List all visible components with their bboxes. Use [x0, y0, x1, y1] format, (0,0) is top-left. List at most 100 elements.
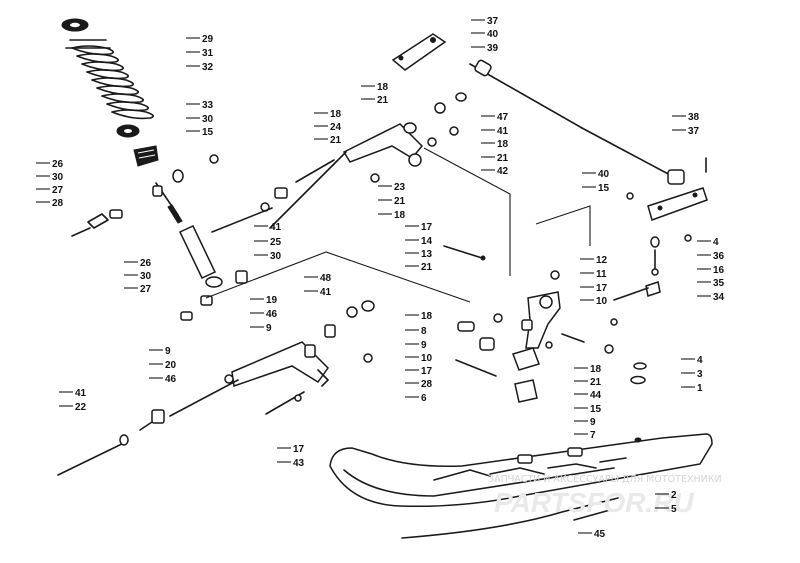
callout-label: 44 [590, 390, 602, 401]
callout-label: 3 [697, 369, 703, 380]
callout-label: 4 [713, 237, 719, 248]
leader-lines [36, 19, 711, 534]
callout-label: 16 [713, 265, 725, 276]
callout-label: 26 [140, 258, 152, 269]
callout-label: 10 [596, 296, 608, 307]
spring-retainer-part [61, 18, 89, 32]
callout-label: 42 [497, 166, 509, 177]
callout-label: 18 [330, 109, 342, 120]
callout-label: 30 [52, 172, 64, 183]
callout-label: 21 [394, 196, 406, 207]
callout-label: 47 [497, 112, 509, 123]
callout-label: 40 [598, 169, 610, 180]
callout-label: 9 [266, 323, 272, 334]
shock-mount-bushings [71, 154, 248, 321]
callout-label: 18 [421, 311, 433, 322]
callout-label: 20 [165, 360, 177, 371]
callout-label: 31 [202, 48, 214, 59]
callout-label: 6 [421, 393, 427, 404]
callout-label: 29 [202, 34, 214, 45]
callout-label: 36 [713, 251, 725, 262]
callout-label: 39 [487, 43, 499, 54]
shock-absorber-part [155, 182, 223, 288]
callout-label: 17 [421, 222, 433, 233]
lower-arm-hardware [57, 300, 375, 476]
callout-label: 11 [596, 269, 607, 280]
callout-label: 41 [497, 126, 509, 137]
callout-label: 18 [377, 82, 389, 93]
callout-label: 41 [320, 287, 332, 298]
callout-label: 40 [487, 29, 499, 40]
callout-label: 18 [394, 210, 406, 221]
callout-label: 23 [394, 182, 406, 193]
callout-label: 25 [270, 237, 282, 248]
callout-label: 7 [590, 430, 596, 441]
callout-label: 33 [202, 100, 214, 111]
upper-a-arm-part [211, 123, 424, 233]
callout-label: 22 [75, 402, 87, 413]
coil-spring-part [65, 39, 154, 120]
callout-label: 9 [165, 346, 171, 357]
callout-labels: 2931323330152630272818242118213740394741… [52, 16, 725, 540]
callout-label: 5 [671, 504, 677, 515]
steering-spindle-link-part [613, 236, 661, 301]
callout-label: 37 [487, 16, 499, 27]
callout-label: 46 [266, 309, 278, 320]
callout-label: 24 [330, 122, 342, 133]
callout-label: 18 [497, 139, 509, 150]
watermark-tagline: ЗАПЧАСТИ И АКСЕССУАРЫ ДЛЯ МОТОТЕХНИКИ [488, 474, 722, 485]
callout-label: 18 [590, 364, 602, 375]
ski-part [329, 362, 713, 539]
callout-label: 13 [421, 249, 433, 260]
watermark-logo: PARTSFOR.RU [494, 487, 694, 518]
spindle-part [443, 245, 618, 403]
callout-label: 32 [202, 62, 214, 73]
callout-label: 15 [202, 127, 214, 138]
callout-label: 48 [320, 273, 332, 284]
callout-label: 17 [421, 366, 433, 377]
assembly-outline-lines [205, 147, 591, 303]
callout-label: 21 [377, 95, 389, 106]
callout-label: 2 [671, 490, 677, 501]
callout-label: 21 [421, 262, 433, 273]
callout-label: 17 [596, 283, 608, 294]
callout-label: 4 [697, 355, 703, 366]
callout-label: 21 [590, 377, 602, 388]
callout-label: 19 [266, 295, 278, 306]
shock-adjuster-collar-part [133, 145, 159, 167]
upper-arm-hardware [370, 92, 467, 183]
callout-label: 9 [590, 417, 596, 428]
spring-seat-part [116, 124, 140, 138]
callout-label: 15 [598, 183, 610, 194]
callout-label: 43 [293, 458, 305, 469]
lower-a-arm-part [139, 324, 373, 431]
callout-label: 30 [140, 271, 152, 282]
callout-label: 45 [594, 529, 606, 540]
callout-label: 12 [596, 255, 608, 266]
callout-label: 34 [713, 292, 725, 303]
callout-label: 10 [421, 353, 433, 364]
callout-label: 30 [270, 251, 282, 262]
callout-label: 37 [688, 126, 700, 137]
callout-label: 21 [330, 135, 342, 146]
callout-label: 21 [497, 153, 509, 164]
callout-label: 30 [202, 114, 214, 125]
tie-rod-end-part [626, 157, 708, 242]
tie-rod-part [391, 33, 673, 177]
callout-label: 41 [270, 222, 282, 233]
callout-label: 9 [421, 340, 427, 351]
callout-label: 27 [140, 284, 152, 295]
callout-label: 26 [52, 159, 64, 170]
callout-label: 27 [52, 185, 64, 196]
callout-label: 17 [293, 444, 305, 455]
callout-label: 8 [421, 326, 427, 337]
callout-label: 35 [713, 278, 725, 289]
callout-label: 14 [421, 236, 433, 247]
callout-label: 28 [52, 198, 64, 209]
callout-label: 41 [75, 388, 87, 399]
callout-label: 1 [697, 383, 703, 394]
callout-label: 28 [421, 379, 433, 390]
callout-label: 15 [590, 404, 602, 415]
callout-label: 46 [165, 374, 177, 385]
